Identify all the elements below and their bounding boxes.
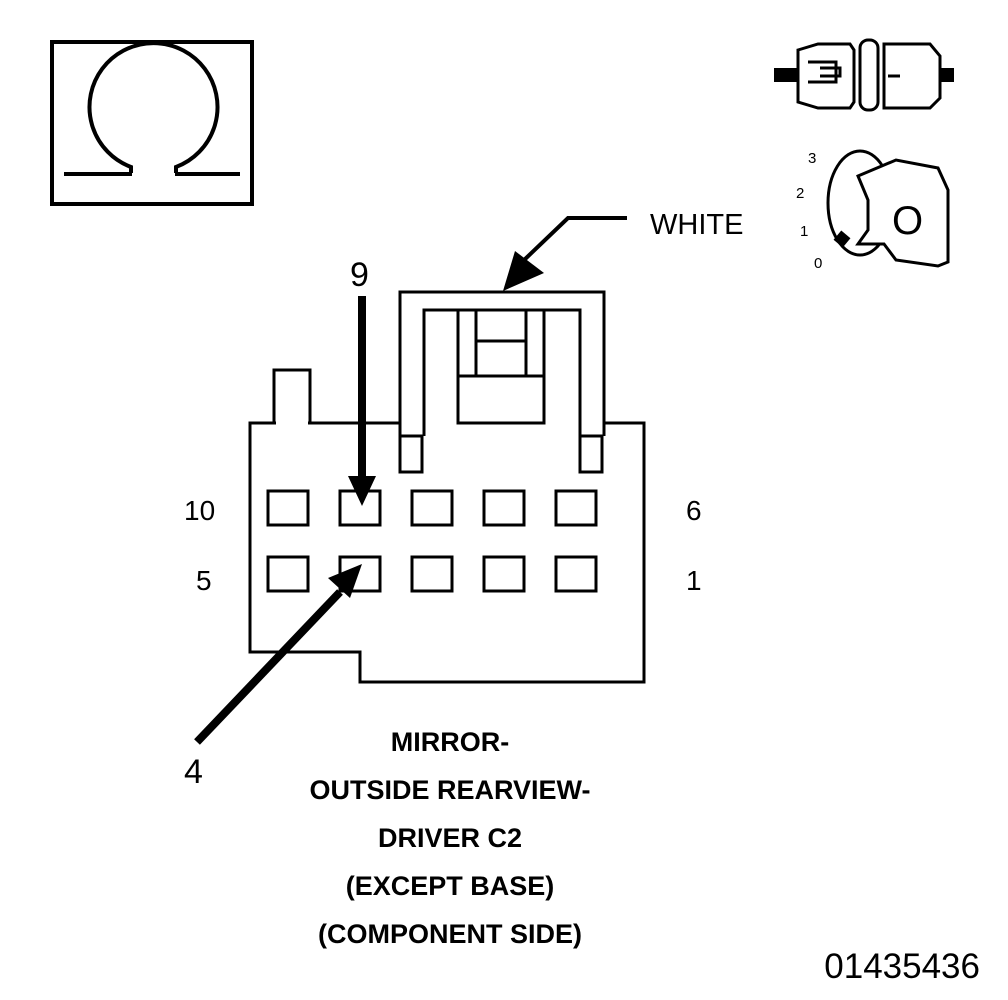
pin-label-5: 5 (196, 565, 212, 596)
ignition-key-icon (826, 149, 950, 268)
pin-4-callout-arrow (194, 564, 362, 745)
cavity-7 (482, 489, 526, 527)
title-line-4: (EXCEPT BASE) (346, 871, 555, 901)
figure-id: 01435436 (824, 947, 980, 986)
key-letter: O (892, 199, 923, 243)
terminal-cavities (266, 489, 598, 593)
connector-body (248, 290, 646, 684)
pin-label-10: 10 (184, 495, 215, 526)
title-line-3: DRIVER C2 (378, 823, 522, 853)
connector-disconnect-icon (774, 38, 954, 112)
cavity-6 (554, 489, 598, 527)
pin-9-callout-arrow (348, 296, 376, 506)
cavity-3 (410, 555, 454, 593)
key-position-2: 2 (796, 185, 804, 202)
cavity-8 (410, 489, 454, 527)
title-line-5: (COMPONENT SIDE) (318, 919, 582, 949)
key-position-1: 1 (800, 223, 808, 240)
pin-label-1: 1 (686, 565, 702, 596)
color-callout-arrow (503, 216, 627, 291)
pin-9-callout-label: 9 (350, 256, 369, 294)
title-line-1: MIRROR- (391, 727, 509, 757)
key-position-0: 0 (814, 255, 822, 272)
cavity-2 (482, 555, 526, 593)
title-line-2: OUTSIDE REARVIEW- (310, 775, 591, 805)
key-position-3: 3 (808, 150, 816, 167)
cavity-1 (554, 555, 598, 593)
pin-4-callout-label: 4 (184, 753, 203, 791)
connector-title: MIRROR- OUTSIDE REARVIEW- DRIVER C2 (EXC… (310, 727, 591, 949)
ohm-symbol-icon (50, 40, 254, 206)
pin-label-6: 6 (686, 495, 702, 526)
connector-color-label: WHITE (650, 209, 743, 241)
cavity-5 (266, 555, 310, 593)
cavity-10 (266, 489, 310, 527)
